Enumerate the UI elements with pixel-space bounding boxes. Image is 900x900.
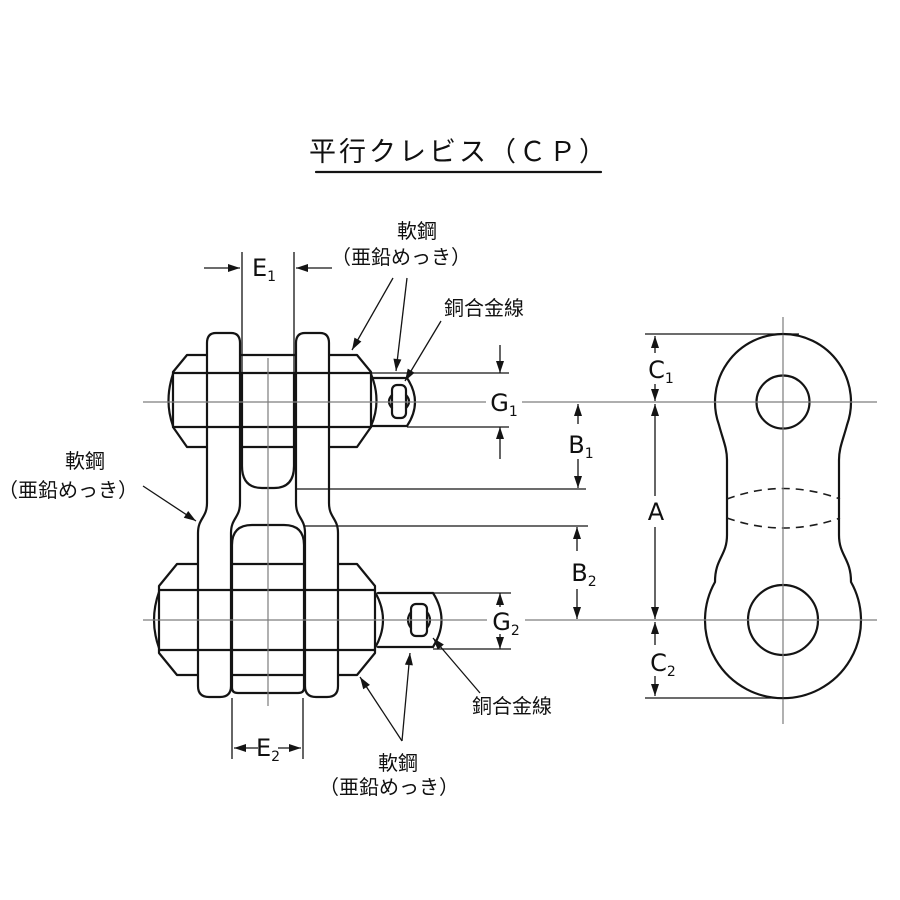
dim-e1: E1 <box>252 254 276 285</box>
dim-c2: C2 <box>650 649 676 680</box>
link-plate-outline <box>703 332 863 700</box>
dimension-labels: E1 E2 G1 G2 B1 B2 C1 C2 A <box>252 254 676 765</box>
dim-g2: G2 <box>492 608 520 639</box>
dim-g1: G1 <box>490 389 518 420</box>
upper-hex-flat-lines <box>171 371 373 429</box>
copper-bottom-leader <box>432 637 481 694</box>
copper-top-leader <box>404 320 442 382</box>
page-title: 平行クレビス（ＣＰ） <box>309 137 609 168</box>
steel-bottom-leader-left <box>359 676 403 742</box>
copper-bottom-label: 銅合金線 <box>472 694 552 718</box>
dim-g1-mask <box>486 391 522 414</box>
dim-c1: C1 <box>648 356 674 387</box>
material-callouts: 軟鋼 （亜鉛めっき） 銅合金線 軟鋼 （亜鉛めっき） 軟鋼 （亜鉛めっき） 銅合… <box>0 219 552 799</box>
upper-hex-bolt-body <box>171 353 373 449</box>
steel-bottom-sublabel: （亜鉛めっき） <box>319 775 459 799</box>
steel-left-label: 軟鋼 <box>65 449 105 473</box>
steel-top-sublabel: （亜鉛めっき） <box>331 245 471 269</box>
dim-g2-mask <box>487 609 525 633</box>
g1-extension-lines <box>371 372 509 428</box>
dim-b2: B2 <box>571 559 596 590</box>
e1-extension-lines <box>241 252 295 373</box>
fork-bar-right <box>294 331 340 699</box>
upper-bolt-left-end-arc <box>167 372 175 428</box>
fork-bar-left <box>196 331 242 699</box>
steel-top-label: 軟鋼 <box>397 219 437 243</box>
steel-top-leader-right <box>393 277 408 372</box>
steel-bottom-label: 軟鋼 <box>378 751 418 775</box>
dimension-lines <box>204 264 659 752</box>
side-view <box>152 331 443 699</box>
dim-e2: E2 <box>256 734 280 765</box>
steel-bottom-leader-right <box>401 652 413 742</box>
copper-top-label: 銅合金線 <box>444 296 524 320</box>
dim-b1: B1 <box>568 431 593 462</box>
lower-hex-flat-lines <box>157 588 377 652</box>
extension-lines <box>231 252 799 759</box>
e2-extension-lines <box>231 698 304 759</box>
steel-left-leader <box>142 485 197 522</box>
steel-top-leader-left <box>351 277 394 351</box>
title-block: 平行クレビス（ＣＰ） <box>309 137 609 174</box>
dim-a: A <box>648 498 665 526</box>
leader-lines <box>142 277 481 742</box>
steel-left-sublabel: （亜鉛めっき） <box>0 478 138 502</box>
